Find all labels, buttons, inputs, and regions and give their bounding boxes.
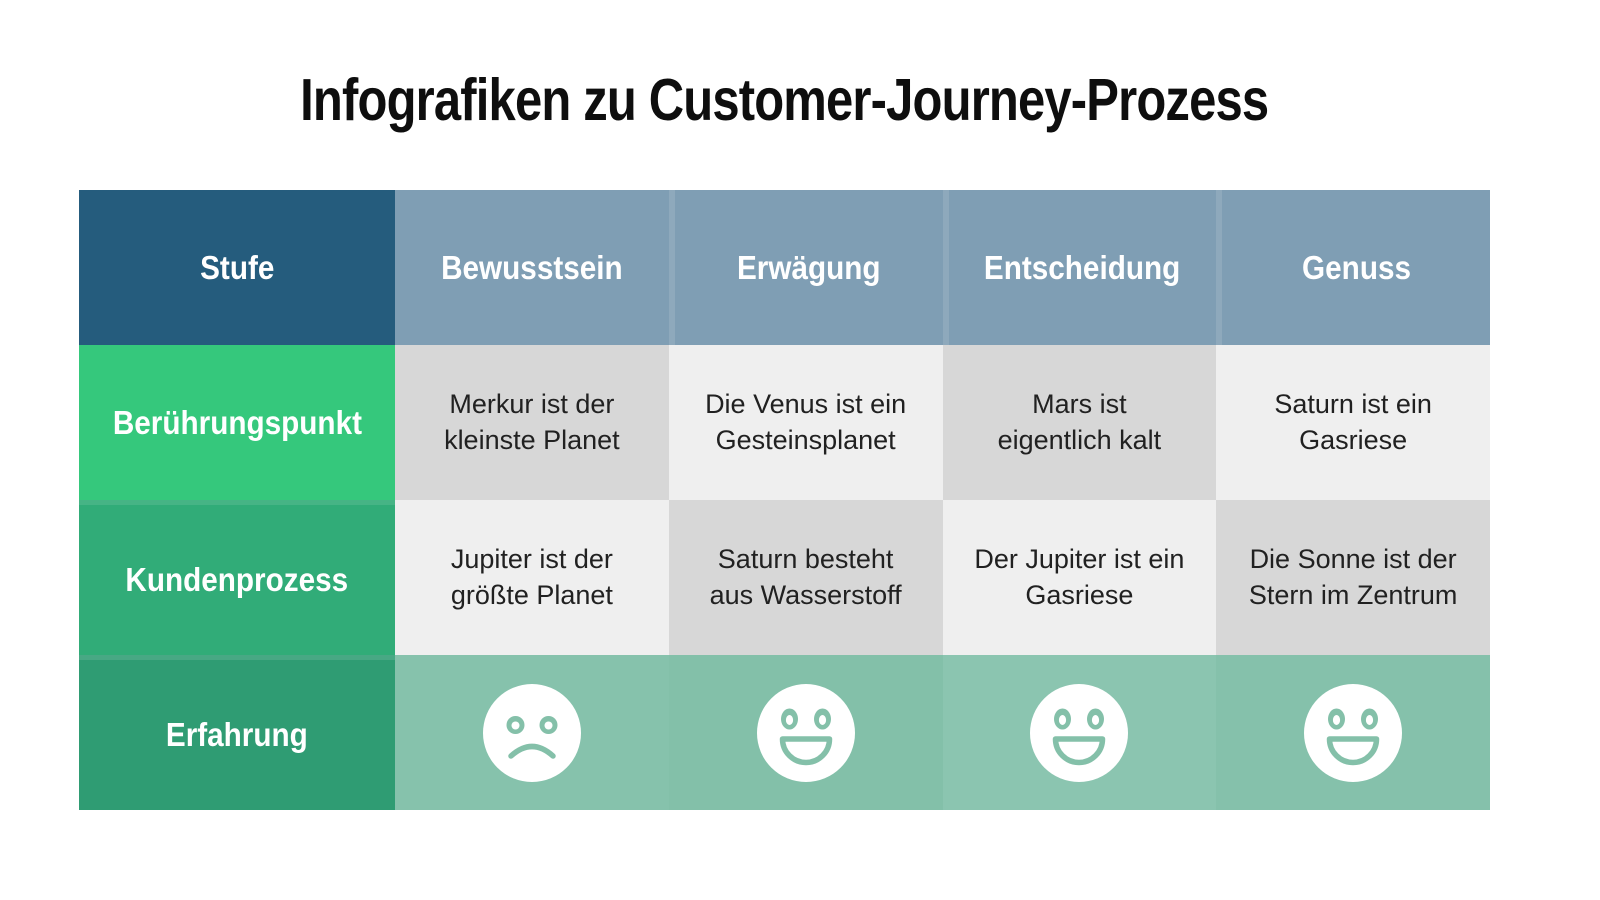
row-label-text: Berührungspunkt (112, 403, 362, 441)
cell-text: Der Jupiter ist ein Gasriese (974, 543, 1185, 610)
column-header-label: Genuss (1301, 248, 1411, 286)
column-header-label: Bewusstsein (441, 248, 623, 286)
face-icon-slot (1303, 683, 1403, 783)
cell-text: Die Venus ist ein Gesteinsplanet (705, 388, 907, 455)
experience-cell (668, 655, 943, 810)
table-cell: Der Jupiter ist ein Gasriese (942, 500, 1217, 655)
face-icon-slot (1029, 683, 1129, 783)
column-header-label: Erwägung (736, 248, 881, 286)
table-cell: Die Venus ist ein Gesteinsplanet (668, 345, 943, 500)
journey-table: Stufe Bewusstsein Erwägung Entscheidung … (79, 190, 1490, 810)
table-cell: Die Sonne ist der Stern im Zentrum (1216, 500, 1490, 655)
sad-face-icon (482, 683, 581, 782)
header-cell-bewusstsein: Bewusstsein (395, 190, 669, 345)
header-cell-stufe: Stufe (79, 190, 395, 345)
table-cell: Mars ist eigentlich kalt (942, 345, 1217, 500)
header-cell-entscheidung: Entscheidung (942, 190, 1217, 345)
row-label-kundenprozess: Kundenprozess (79, 500, 395, 655)
experience-cell (942, 655, 1217, 810)
table-cell: Saturn besteht aus Wasserstoff (668, 500, 943, 655)
column-header-label: Stufe (199, 248, 275, 286)
happy-face-icon (756, 683, 855, 782)
face-icon-slot (756, 683, 856, 783)
page-title: Infografiken zu Customer-Journey-Prozess (79, 66, 1490, 134)
page-title-text: Infografiken zu Customer-Journey-Prozess (300, 67, 1269, 133)
table-cell: Saturn ist ein Gasriese (1216, 345, 1490, 500)
cell-text: Merkur ist der kleinste Planet (444, 388, 620, 455)
cell-text: Saturn ist ein Gasriese (1274, 388, 1432, 455)
header-cell-erwaegung: Erwägung (668, 190, 943, 345)
cell-text: Saturn besteht aus Wasserstoff (709, 543, 902, 610)
column-header-label: Entscheidung (984, 248, 1181, 286)
cell-text: Die Sonne ist der Stern im Zentrum (1248, 543, 1458, 610)
row-label-text: Erfahrung (166, 716, 308, 753)
cell-text: Jupiter ist der größte Planet (450, 543, 613, 610)
table-cell: Merkur ist der kleinste Planet (395, 345, 669, 500)
face-icon-slot (482, 683, 582, 783)
table-cell: Jupiter ist der größte Planet (395, 500, 669, 655)
happy-face-icon (1304, 683, 1403, 782)
experience-cell (395, 655, 669, 810)
row-label-text: Kundenprozess (125, 561, 349, 598)
cell-text: Mars ist eigentlich kalt (997, 388, 1162, 455)
happy-face-icon (1030, 683, 1129, 782)
row-label-erfahrung: Erfahrung (79, 655, 395, 810)
experience-cell (1216, 655, 1490, 810)
header-cell-genuss: Genuss (1216, 190, 1490, 345)
row-label-beruehrungspunkt: Berührungspunkt (79, 345, 395, 500)
